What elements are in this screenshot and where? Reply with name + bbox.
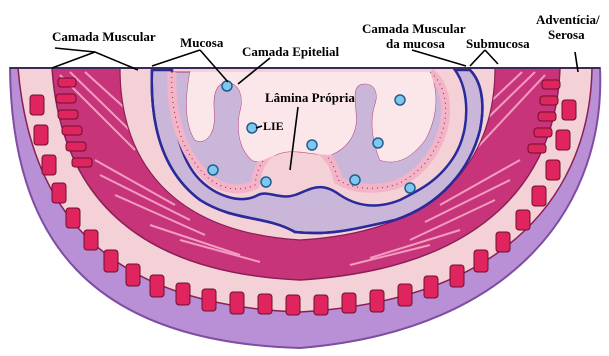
label-submucosa: Submucosa bbox=[466, 36, 530, 51]
label-camada-epitelial: Camada Epitelial bbox=[242, 44, 340, 59]
label-mucosa: Mucosa bbox=[180, 35, 224, 50]
label-lie: LIE bbox=[263, 119, 284, 133]
label-adventicia: Adventícia/ bbox=[536, 12, 600, 27]
label-lamina-propria: Lâmina Própria bbox=[265, 90, 355, 105]
label-camada-muscular: Camada Muscular bbox=[52, 29, 156, 44]
label-serosa: Serosa bbox=[548, 27, 585, 42]
label-camada-muscular-mucosa-2: da mucosa bbox=[386, 36, 445, 51]
label-camada-muscular-mucosa-1: Camada Muscular bbox=[362, 21, 466, 36]
